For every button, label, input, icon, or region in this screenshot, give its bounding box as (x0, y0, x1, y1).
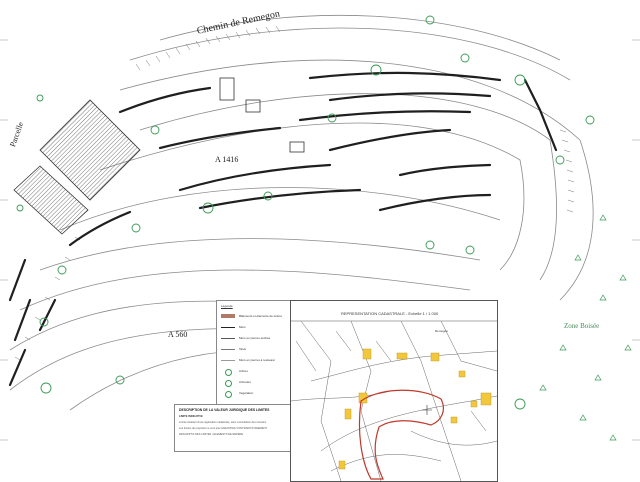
parcel-label-a560: A 560 (168, 330, 188, 339)
shrub-symbols (539, 214, 632, 441)
legend-swatch (221, 338, 235, 339)
cadastre-cross-icon (422, 405, 432, 415)
cadastre-place-label: Remegon (435, 329, 449, 333)
legend-item: Arbres (221, 368, 287, 376)
description-line: Limite résultant d'une application cadas… (179, 421, 267, 424)
legend-swatch (221, 349, 235, 350)
cadastre-parcel-lines (291, 320, 497, 481)
legend-title: Légende (221, 304, 233, 308)
legend-swatch (225, 369, 232, 376)
legend-item-label: Murs (239, 325, 246, 329)
legend-swatch (225, 391, 232, 398)
legend-item: Murs en pierres à restaurer (221, 357, 287, 365)
zone-label: Zone Boisée (564, 322, 600, 330)
legend-swatch (225, 380, 232, 387)
legend-item-label: Arbres (239, 369, 248, 373)
legend-item-label: Murs en pierres sèches (239, 336, 271, 340)
cadastre-inset: REPRESENTATION CADASTRALE - Echelle 1 / … (290, 300, 498, 482)
legend-item: Végétation (221, 390, 287, 398)
legend-panel: Légende Bâtiments et éléments de toiture… (216, 300, 292, 406)
cadastre-buildings (338, 348, 492, 470)
description-line: DESCRIPTIF DES LIMITES / ELEMENTS DE REP… (179, 433, 244, 436)
frame-ticks (0, 39, 640, 441)
legend-item-label: Murs en pierres à restaurer (239, 358, 276, 362)
description-line: Les limites de propriété ne sont pas GAR… (179, 427, 268, 430)
legend-item: Murs en pierres sèches (221, 335, 287, 343)
legend-item-label: Talus (239, 347, 247, 351)
buildings (13, 77, 305, 235)
legend-swatch (221, 360, 235, 361)
parcel-label-a1416: A 1416 (215, 155, 239, 164)
legend-item-label: Bâtiments et éléments de toiture (239, 314, 283, 318)
description-subtitle: LIMITE INDICATIVE (179, 415, 203, 418)
legend-swatch (221, 327, 235, 328)
wall-lines (8, 71, 558, 387)
legend-item: Talus (221, 346, 287, 354)
legend-swatch (221, 314, 235, 318)
description-panel: DESCRIPTION DE LA VALEUR JURIDIQUE DES L… (174, 404, 292, 452)
cadastre-title: REPRESENTATION CADASTRALE - Echelle 1 / … (341, 311, 439, 316)
legend-item: Arbustes (221, 379, 287, 387)
cadastre-parcel-outline (358, 389, 444, 480)
legend-item-label: Arbustes (239, 380, 251, 384)
cadastre-plan (291, 301, 497, 481)
tree-symbols (16, 15, 595, 410)
legend-item: Bâtiments et éléments de toiture (221, 313, 287, 321)
description-title: DESCRIPTION DE LA VALEUR JURIDIQUE DES L… (179, 408, 270, 412)
legend-item: Murs (221, 324, 287, 332)
legend-item-label: Végétation (239, 391, 254, 395)
